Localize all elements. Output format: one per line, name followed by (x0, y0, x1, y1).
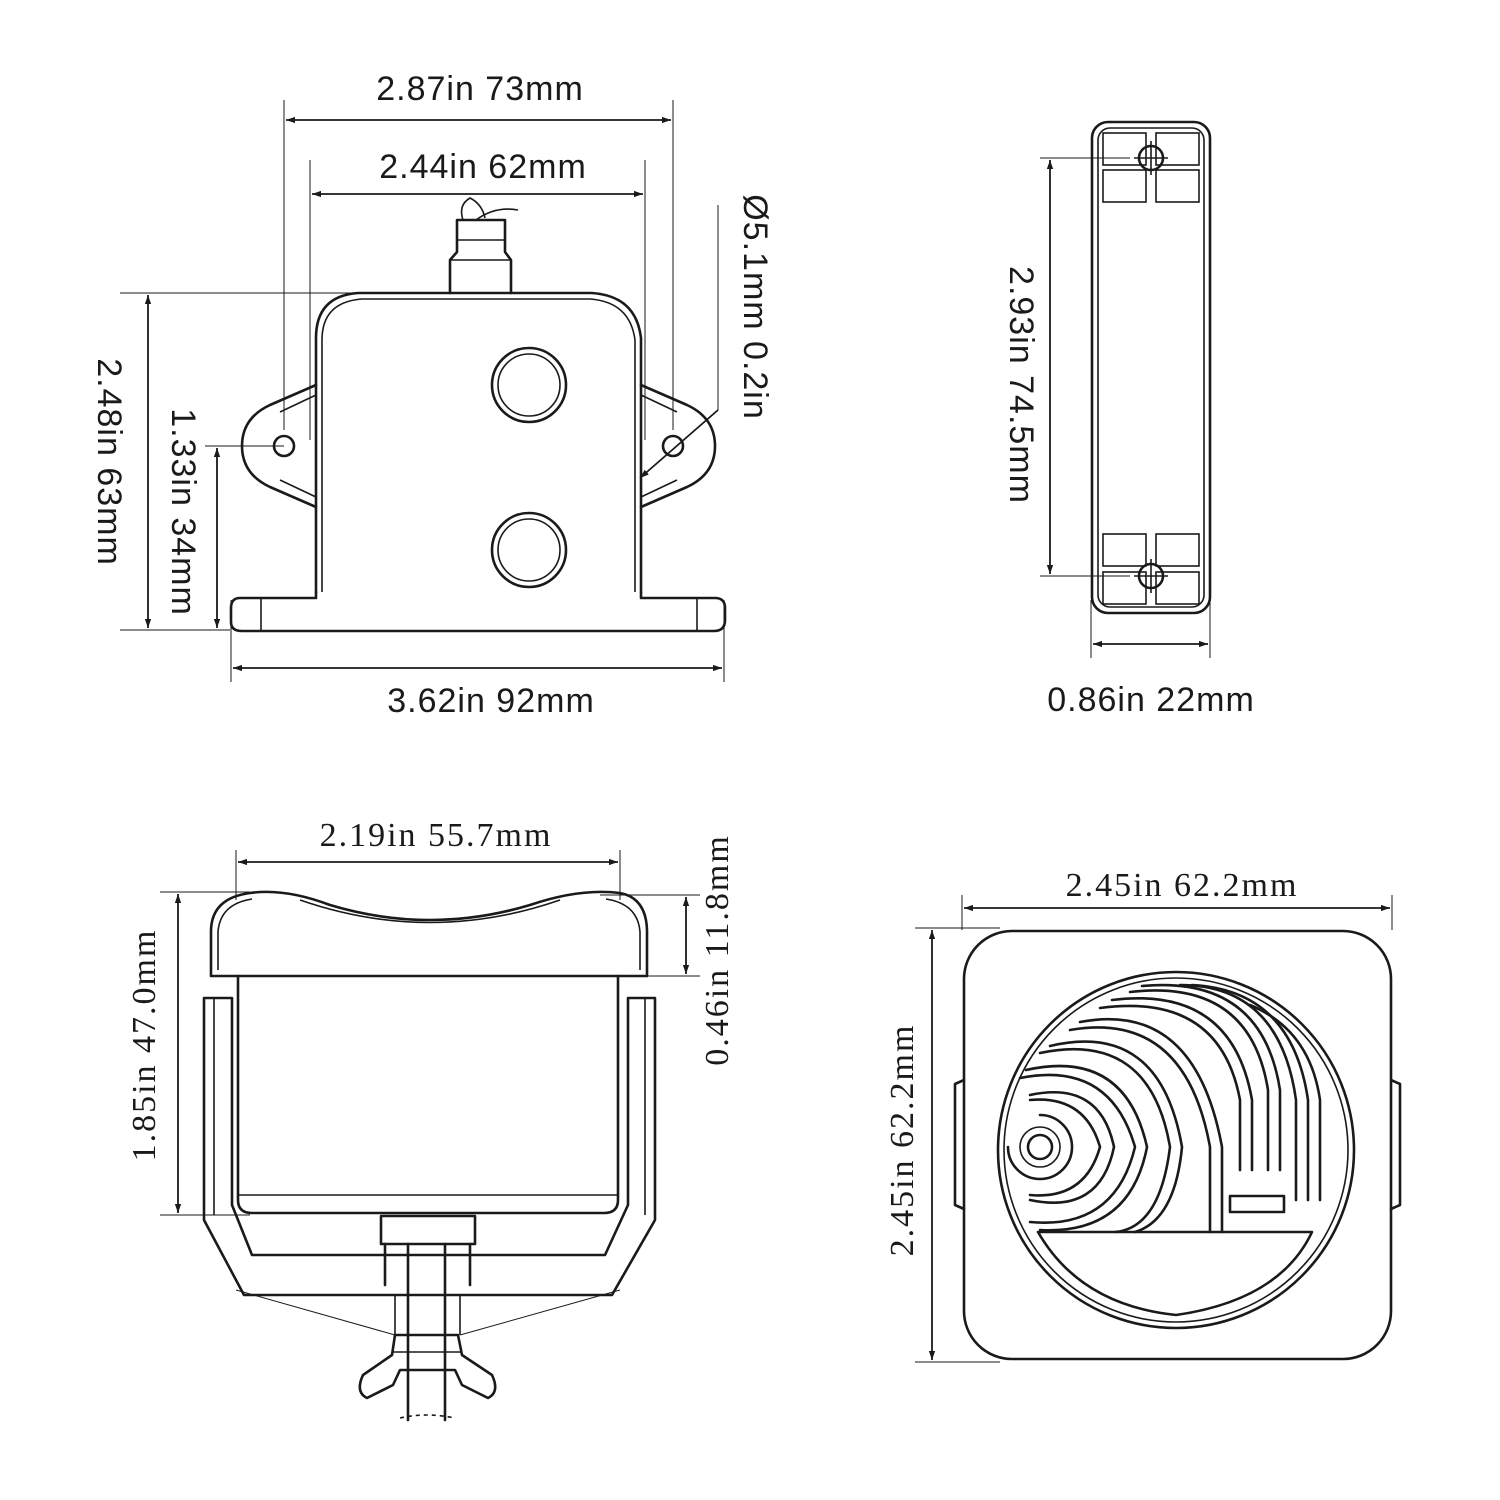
lower-terminal (490, 511, 568, 589)
front-view: 2.87in 73mm 2.44in 62mm Ø5.1mm 0.2in 2.4… (90, 70, 774, 720)
wing-nut (358, 1333, 497, 1400)
side-height-label: 2.93in 74.5mm (1002, 266, 1040, 504)
overall-width-label: 2.87in 73mm (376, 70, 584, 108)
base-width-label: 3.62in 92mm (387, 682, 595, 720)
emitter-center (1026, 1133, 1054, 1161)
right-mount-hole (661, 434, 685, 458)
face-width-label: 2.45in 62.2mm (1066, 867, 1299, 904)
overall-height-label: 2.48in 63mm (90, 358, 128, 566)
side-body-outline (1090, 120, 1212, 615)
face-view: 2.45in 62.2mm 2.45in 62.2mm (884, 867, 1402, 1363)
u-bracket (202, 996, 657, 1297)
body-height-label: 1.85in 47.0mm (126, 929, 163, 1162)
hole-diameter-label: Ø5.1mm 0.2in (736, 194, 774, 420)
mount-hole-spacing-label: 2.44in 62mm (379, 148, 587, 186)
side-depth-label: 0.86in 22mm (1047, 681, 1255, 719)
left-mounting-ear (240, 383, 318, 509)
cylinder-body (236, 974, 620, 1215)
side-view: 2.93in 74.5mm 0.86in 22mm (1002, 120, 1255, 719)
cap-height-label: 0.46in 11.8mm (699, 834, 736, 1066)
front-base-flange (229, 590, 727, 633)
upper-terminal (490, 346, 568, 424)
bracket-view: 2.19in 55.7mm 1.85in 47.0mm 0.46in 11.8m… (126, 817, 736, 1422)
speaker-grille (996, 970, 1356, 1330)
right-mounting-ear (639, 383, 717, 509)
hose-barb-connector (448, 218, 513, 295)
face-outline (962, 929, 1393, 1361)
front-body-outline (314, 291, 643, 594)
face-height-label: 2.45in 62.2mm (884, 1024, 921, 1257)
cap-width-label: 2.19in 55.7mm (320, 817, 553, 854)
hole-height-label: 1.33in 34mm (164, 408, 202, 616)
mounting-stud-base (379, 1214, 477, 1246)
cap-outline (209, 890, 649, 978)
face-slot-indicator (1228, 1194, 1286, 1214)
left-mount-hole (272, 434, 296, 458)
